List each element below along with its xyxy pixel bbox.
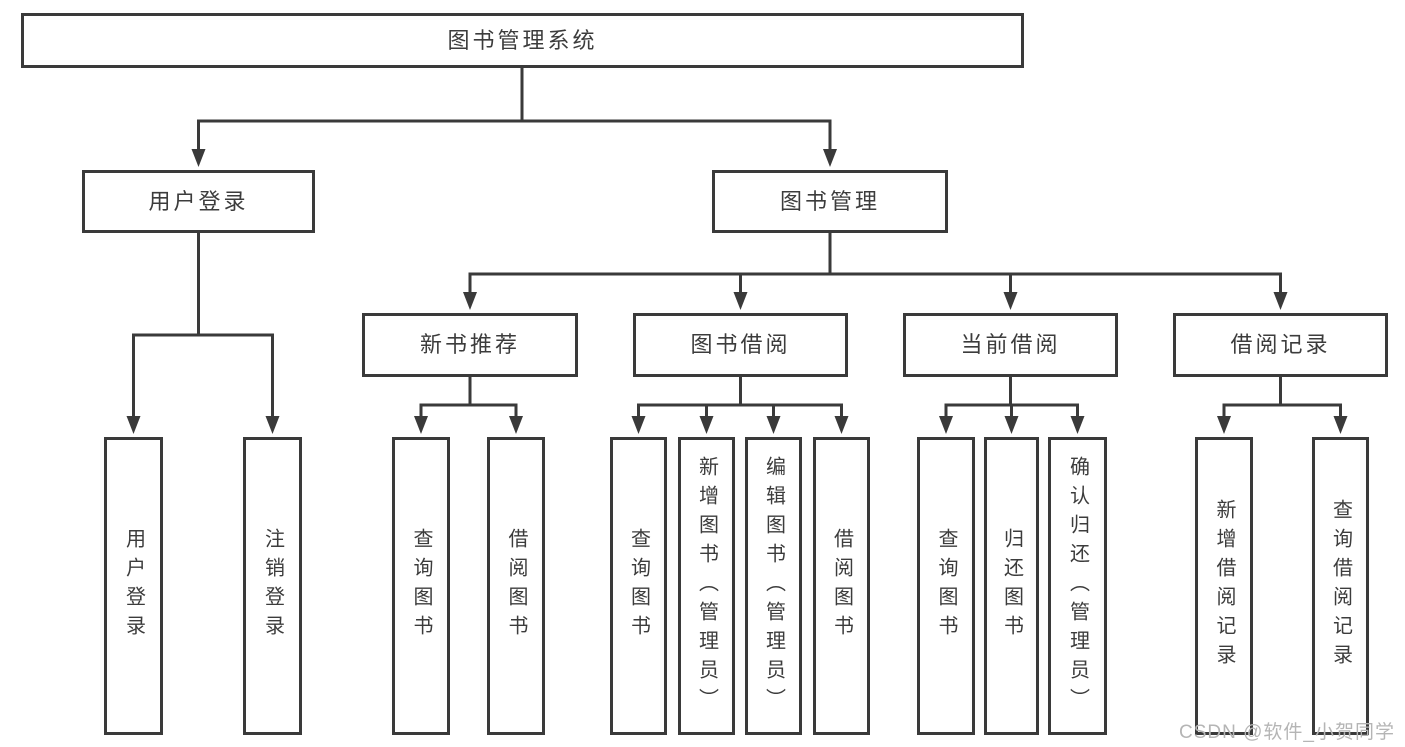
node-label: 确认归还（管理员） — [1066, 455, 1089, 717]
connector-root-to-level1 — [191, 68, 837, 167]
node-label: 查询图书 — [627, 528, 650, 644]
node-label: 编辑图书（管理员） — [762, 455, 785, 717]
node-borrow-records: 借阅记录 — [1173, 313, 1388, 377]
node-confirm-return-admin: 确认归还（管理员） — [1048, 437, 1107, 735]
node-label: 用户登录 — [148, 188, 249, 214]
connector-borrow-records-to-children — [1217, 377, 1348, 434]
node-label: 新增图书（管理员） — [695, 455, 718, 717]
node-query-books: 查询图书 — [392, 437, 450, 735]
csdn-watermark: CSDN @软件_小贺同学 — [1179, 722, 1395, 743]
node-label: 图书管理 — [779, 188, 880, 214]
node-label: 新增借阅记录 — [1213, 499, 1235, 673]
connector-new-book-recommend-to-children — [414, 377, 523, 434]
node-root-label: 图书管理系统 — [447, 27, 598, 53]
node-label: 当前借阅 — [960, 332, 1061, 357]
node-add-book-admin: 新增图书（管理员） — [678, 437, 735, 735]
node-query-books: 查询图书 — [917, 437, 975, 735]
node-root: 图书管理系统 — [21, 13, 1024, 68]
node-label: 归还图书 — [1000, 528, 1023, 644]
node-label: 注销登录 — [261, 528, 284, 644]
node-query-borrow-record: 查询借阅记录 — [1312, 437, 1369, 735]
node-query-books: 查询图书 — [610, 437, 667, 735]
node-logout: 注销登录 — [243, 437, 302, 735]
node-book-management: 图书管理 — [712, 170, 948, 233]
node-new-book-recommend: 新书推荐 — [362, 313, 578, 377]
node-user-login-branch: 用户登录 — [82, 170, 315, 233]
connector-user-login-to-children — [126, 233, 280, 434]
node-label: 借阅记录 — [1230, 332, 1331, 357]
node-return-book: 归还图书 — [984, 437, 1039, 735]
node-label: 用户登录 — [122, 528, 145, 644]
node-add-borrow-record: 新增借阅记录 — [1195, 437, 1253, 735]
node-borrow-books: 借阅图书 — [487, 437, 545, 735]
node-label: 查询图书 — [935, 528, 957, 644]
connector-current-borrow-to-children — [939, 377, 1085, 434]
node-book-borrow: 图书借阅 — [633, 313, 848, 377]
connector-book-management-to-children — [463, 233, 1288, 310]
node-label: 查询图书 — [410, 528, 432, 644]
node-edit-book-admin: 编辑图书（管理员） — [745, 437, 802, 735]
node-label: 图书借阅 — [690, 332, 791, 357]
node-borrow-books: 借阅图书 — [813, 437, 870, 735]
connector-book-borrow-to-children — [631, 377, 849, 434]
node-label: 新书推荐 — [419, 332, 520, 357]
node-label: 查询借阅记录 — [1329, 499, 1352, 673]
node-current-borrow: 当前借阅 — [903, 313, 1118, 377]
node-label: 借阅图书 — [505, 528, 527, 644]
node-user-login: 用户登录 — [104, 437, 163, 735]
node-label: 借阅图书 — [830, 528, 853, 644]
